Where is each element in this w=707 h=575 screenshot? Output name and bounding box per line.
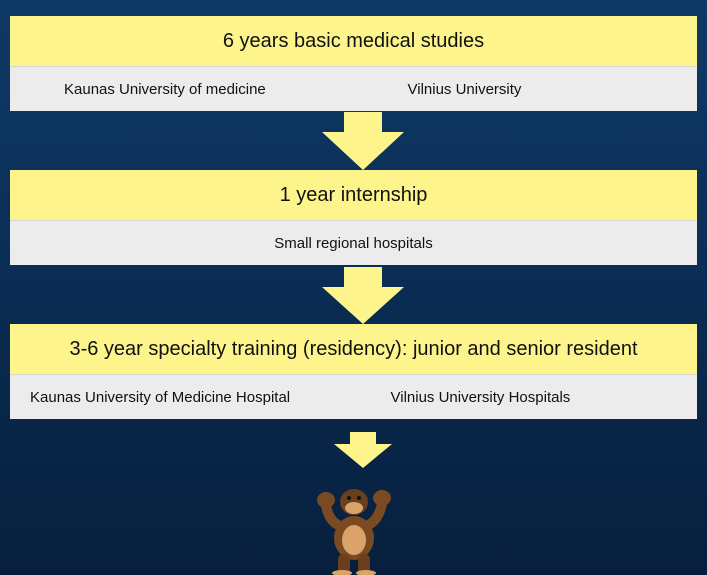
stage-title: 3-6 year specialty training (residency):… xyxy=(10,324,697,374)
stage-title: 6 years basic medical studies xyxy=(10,16,697,66)
stage-internship: 1 year internship Small regional hospita… xyxy=(10,170,697,265)
stage-places: Kaunas University of Medicine Hospital V… xyxy=(10,374,697,419)
down-arrow-icon xyxy=(334,432,392,468)
stage-basic-studies: 6 years basic medical studies Kaunas Uni… xyxy=(10,16,697,111)
place-vilnius-university: Vilnius University xyxy=(407,80,522,98)
place-kaunas-university: Kaunas University of medicine xyxy=(64,80,266,98)
stage-residency: 3-6 year specialty training (residency):… xyxy=(10,324,697,419)
down-arrow-icon xyxy=(322,267,404,324)
place-vilnius-hospitals: Vilnius University Hospitals xyxy=(390,388,571,406)
stage-places: Kaunas University of medicine Vilnius Un… xyxy=(10,66,697,111)
gorilla-flexing-icon xyxy=(317,489,391,575)
stage-places: Small regional hospitals xyxy=(10,220,697,265)
stage-title: 1 year internship xyxy=(10,170,697,220)
place-regional-hospitals: Small regional hospitals xyxy=(274,234,433,252)
down-arrow-icon xyxy=(322,112,404,170)
place-kaunas-hospital: Kaunas University of Medicine Hospital xyxy=(30,388,291,406)
